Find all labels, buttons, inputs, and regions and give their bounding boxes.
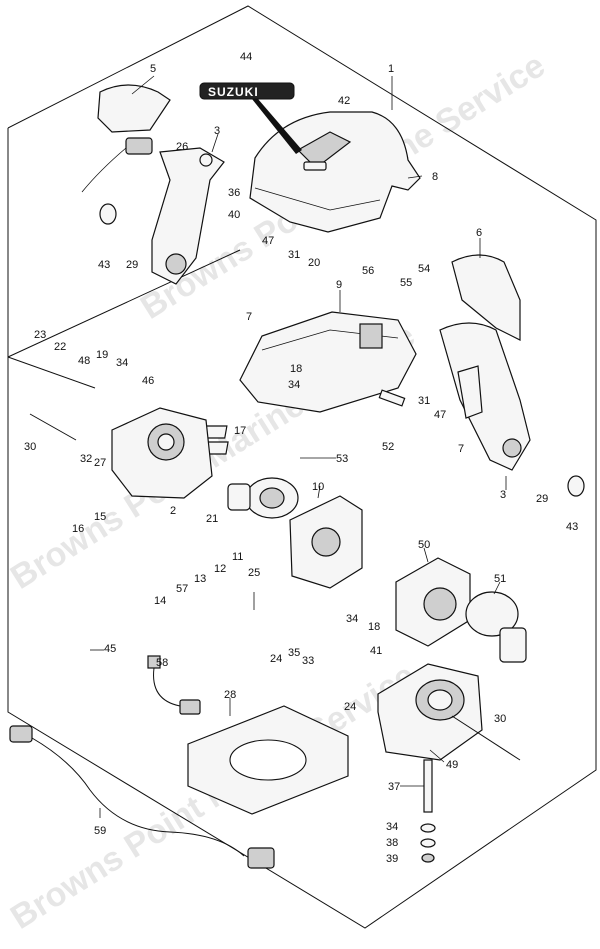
callout-53: 53 <box>336 453 348 465</box>
gear-4 <box>227 477 299 519</box>
base-housing <box>239 311 417 413</box>
callout-57: 57 <box>176 583 188 595</box>
callout-49: 49 <box>446 759 458 771</box>
suzuki-logo-text: SUZUKI <box>208 85 259 99</box>
callout-41: 41 <box>370 645 382 657</box>
bracket-49 <box>377 663 483 761</box>
callout-48: 48 <box>78 355 90 367</box>
callout-13: 13 <box>194 573 206 585</box>
suzuki-logo: SUZUKI <box>199 82 295 100</box>
callout-58: 58 <box>156 657 168 669</box>
left-lever <box>81 84 225 285</box>
callout-52: 52 <box>382 441 394 453</box>
callout-8: 8 <box>432 171 438 183</box>
callout-1: 1 <box>388 63 394 75</box>
callout-21: 21 <box>206 513 218 525</box>
callout-43: 43 <box>566 521 578 533</box>
callout-24: 24 <box>344 701 356 713</box>
harness-59 <box>9 725 275 869</box>
callout-15: 15 <box>94 511 106 523</box>
callout-37: 37 <box>388 781 400 793</box>
callout-42: 42 <box>338 95 350 107</box>
callout-43: 43 <box>98 259 110 271</box>
callout-31: 31 <box>418 395 430 407</box>
frame <box>7 5 597 929</box>
callout-50: 50 <box>418 539 430 551</box>
callout-59: 59 <box>94 825 106 837</box>
callout-38: 38 <box>386 837 398 849</box>
callout-29: 29 <box>536 493 548 505</box>
callout-45: 45 <box>104 643 116 655</box>
callout-5: 5 <box>150 63 156 75</box>
callout-36: 36 <box>228 187 240 199</box>
right-lever <box>439 254 531 471</box>
callout-3: 3 <box>500 489 506 501</box>
callout-12: 12 <box>214 563 226 575</box>
callout-29: 29 <box>126 259 138 271</box>
callout-30: 30 <box>494 713 506 725</box>
callout-17: 17 <box>234 425 246 437</box>
leader-44 <box>252 99 302 154</box>
callout-34: 34 <box>386 821 398 833</box>
bracket-2 <box>111 407 213 499</box>
callout-3: 3 <box>214 125 220 137</box>
callout-6: 6 <box>476 227 482 239</box>
callout-7: 7 <box>246 311 252 323</box>
callout-32: 32 <box>80 453 92 465</box>
callout-9: 9 <box>336 279 342 291</box>
callout-24: 24 <box>270 653 282 665</box>
callout-30: 30 <box>24 441 36 453</box>
fasteners <box>29 203 585 863</box>
gasket-28 <box>187 705 349 815</box>
callout-18: 18 <box>368 621 380 633</box>
callout-25: 25 <box>248 567 260 579</box>
callout-14: 14 <box>154 595 166 607</box>
callout-19: 19 <box>96 349 108 361</box>
gear-51 <box>465 591 527 663</box>
callout-31: 31 <box>288 249 300 261</box>
callout-23: 23 <box>34 329 46 341</box>
leader-lines <box>90 75 507 818</box>
connector-58 <box>147 655 201 715</box>
callout-44: 44 <box>240 51 252 63</box>
callout-56: 56 <box>362 265 374 277</box>
callout-26: 26 <box>176 141 188 153</box>
callout-34: 34 <box>346 613 358 625</box>
switch-housing-10 <box>289 495 363 589</box>
callout-55: 55 <box>400 277 412 289</box>
assembly-50 <box>395 557 471 647</box>
callout-18: 18 <box>290 363 302 375</box>
callout-11: 11 <box>232 551 243 563</box>
callout-10: 10 <box>312 481 324 493</box>
callout-27: 27 <box>94 457 106 469</box>
callout-54: 54 <box>418 263 430 275</box>
callouts: 1 2 3 3 5 6 7 7 8 9 10 11 12 13 14 15 16… <box>24 51 578 865</box>
callout-28: 28 <box>224 689 236 701</box>
callout-7: 7 <box>458 443 464 455</box>
callout-40: 40 <box>228 209 240 221</box>
callout-47: 47 <box>262 235 274 247</box>
callout-39: 39 <box>386 853 398 865</box>
callout-34: 34 <box>288 379 300 391</box>
callout-20: 20 <box>308 257 320 269</box>
callout-22: 22 <box>54 341 66 353</box>
callout-46: 46 <box>142 375 154 387</box>
callout-16: 16 <box>72 523 84 535</box>
callout-51: 51 <box>494 573 506 585</box>
callout-34: 34 <box>116 357 128 369</box>
callout-35: 35 <box>288 647 300 659</box>
callout-2: 2 <box>170 505 176 517</box>
callout-47: 47 <box>434 409 446 421</box>
callout-33: 33 <box>302 655 314 667</box>
